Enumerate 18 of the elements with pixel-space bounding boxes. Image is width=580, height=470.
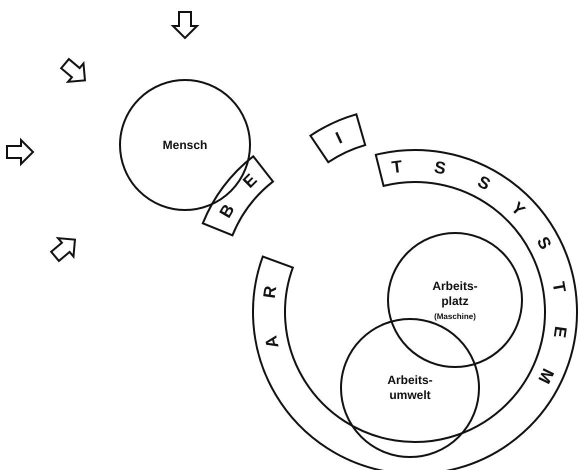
band-letter: I [334,128,346,146]
circle-label: Arbeits- umwelt [386,373,434,403]
band-letter: E [240,170,260,191]
band-letter: E [550,326,569,340]
workplace-circle [387,232,523,368]
band-letter: B [216,201,237,221]
band-letter: S [433,158,448,178]
band-letter: M [535,366,557,386]
band-letter: R [261,284,280,299]
band-letter: Y [508,198,528,219]
band-letter: T [550,280,568,294]
circle-sublabel: (Maschine) [434,312,476,321]
circle-label: Arbeits- platz [431,279,479,309]
circle-label: Mensch [162,138,208,152]
band-letter: S [534,234,554,252]
band-letter: T [391,158,404,176]
band-letter: S [474,172,493,194]
band-letter: A [262,334,282,350]
